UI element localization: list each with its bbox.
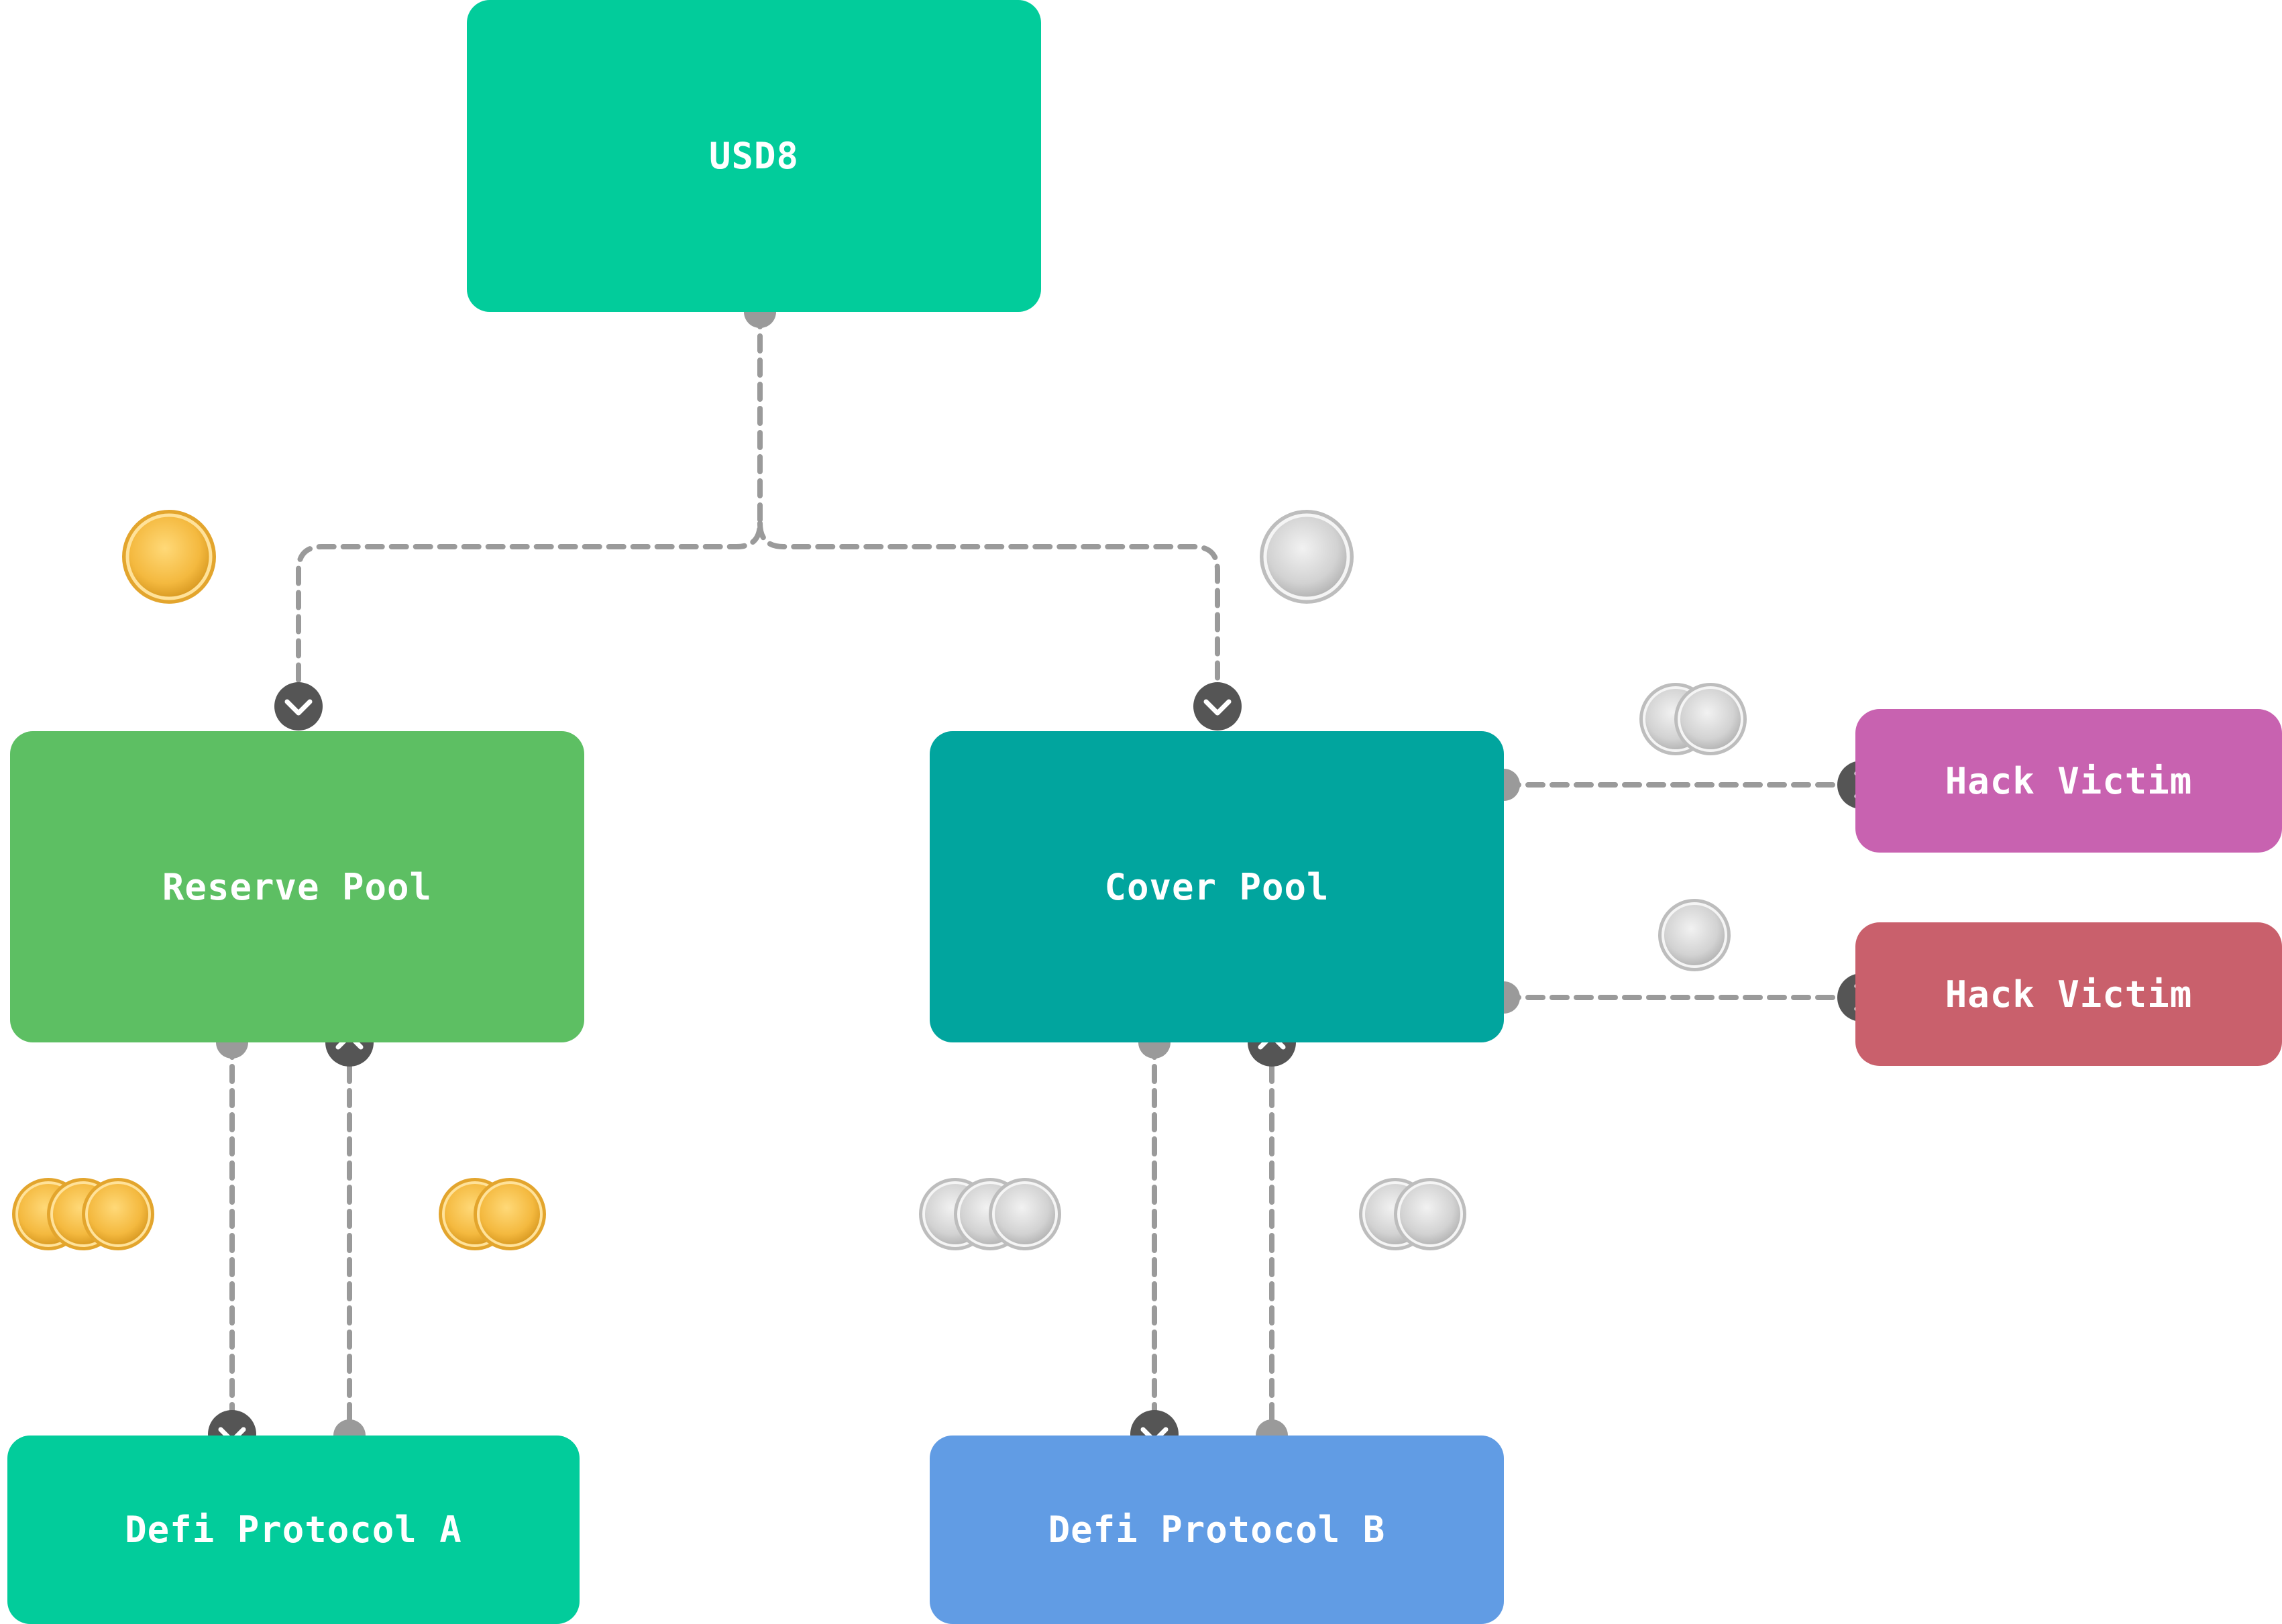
silver-coin-stack-icon [918, 1177, 1063, 1252]
node-hack-victim-2[interactable]: Hack Victim [1855, 922, 2282, 1066]
gold-coin-icon [122, 510, 216, 604]
node-cover-pool-label: Cover Pool [1104, 865, 1329, 908]
silver-coin-icon [1260, 510, 1354, 604]
node-hack-victim-2-label: Hack Victim [1945, 973, 2193, 1016]
node-hack-victim-1[interactable]: Hack Victim [1855, 709, 2282, 853]
gold-coin-stack-icon [437, 1177, 547, 1252]
node-defi-protocol-b[interactable]: Defi Protocol B [930, 1436, 1504, 1624]
chevron-down-icon [1193, 682, 1242, 730]
gold-coin-stack-icon [11, 1177, 156, 1252]
connector-usd8-cover [757, 521, 1220, 707]
chevron-down-icon [274, 682, 323, 730]
node-hack-victim-1-label: Hack Victim [1945, 759, 2193, 802]
node-defi-protocol-a[interactable]: Defi Protocol A [7, 1436, 580, 1624]
node-reserve-pool[interactable]: Reserve Pool [10, 731, 584, 1042]
node-defi-protocol-b-label: Defi Protocol B [1048, 1509, 1386, 1551]
node-reserve-pool-label: Reserve Pool [162, 865, 433, 908]
silver-coin-icon [1657, 898, 1732, 973]
silver-coin-stack-icon [1358, 1177, 1468, 1252]
node-usd8[interactable]: USD8 [467, 0, 1041, 312]
silver-coin-stack-icon [1638, 682, 1748, 757]
connector-usd8-split [296, 309, 763, 707]
node-cover-pool[interactable]: Cover Pool [930, 731, 1504, 1042]
node-defi-protocol-a-label: Defi Protocol A [125, 1509, 462, 1551]
node-usd8-label: USD8 [708, 135, 800, 177]
